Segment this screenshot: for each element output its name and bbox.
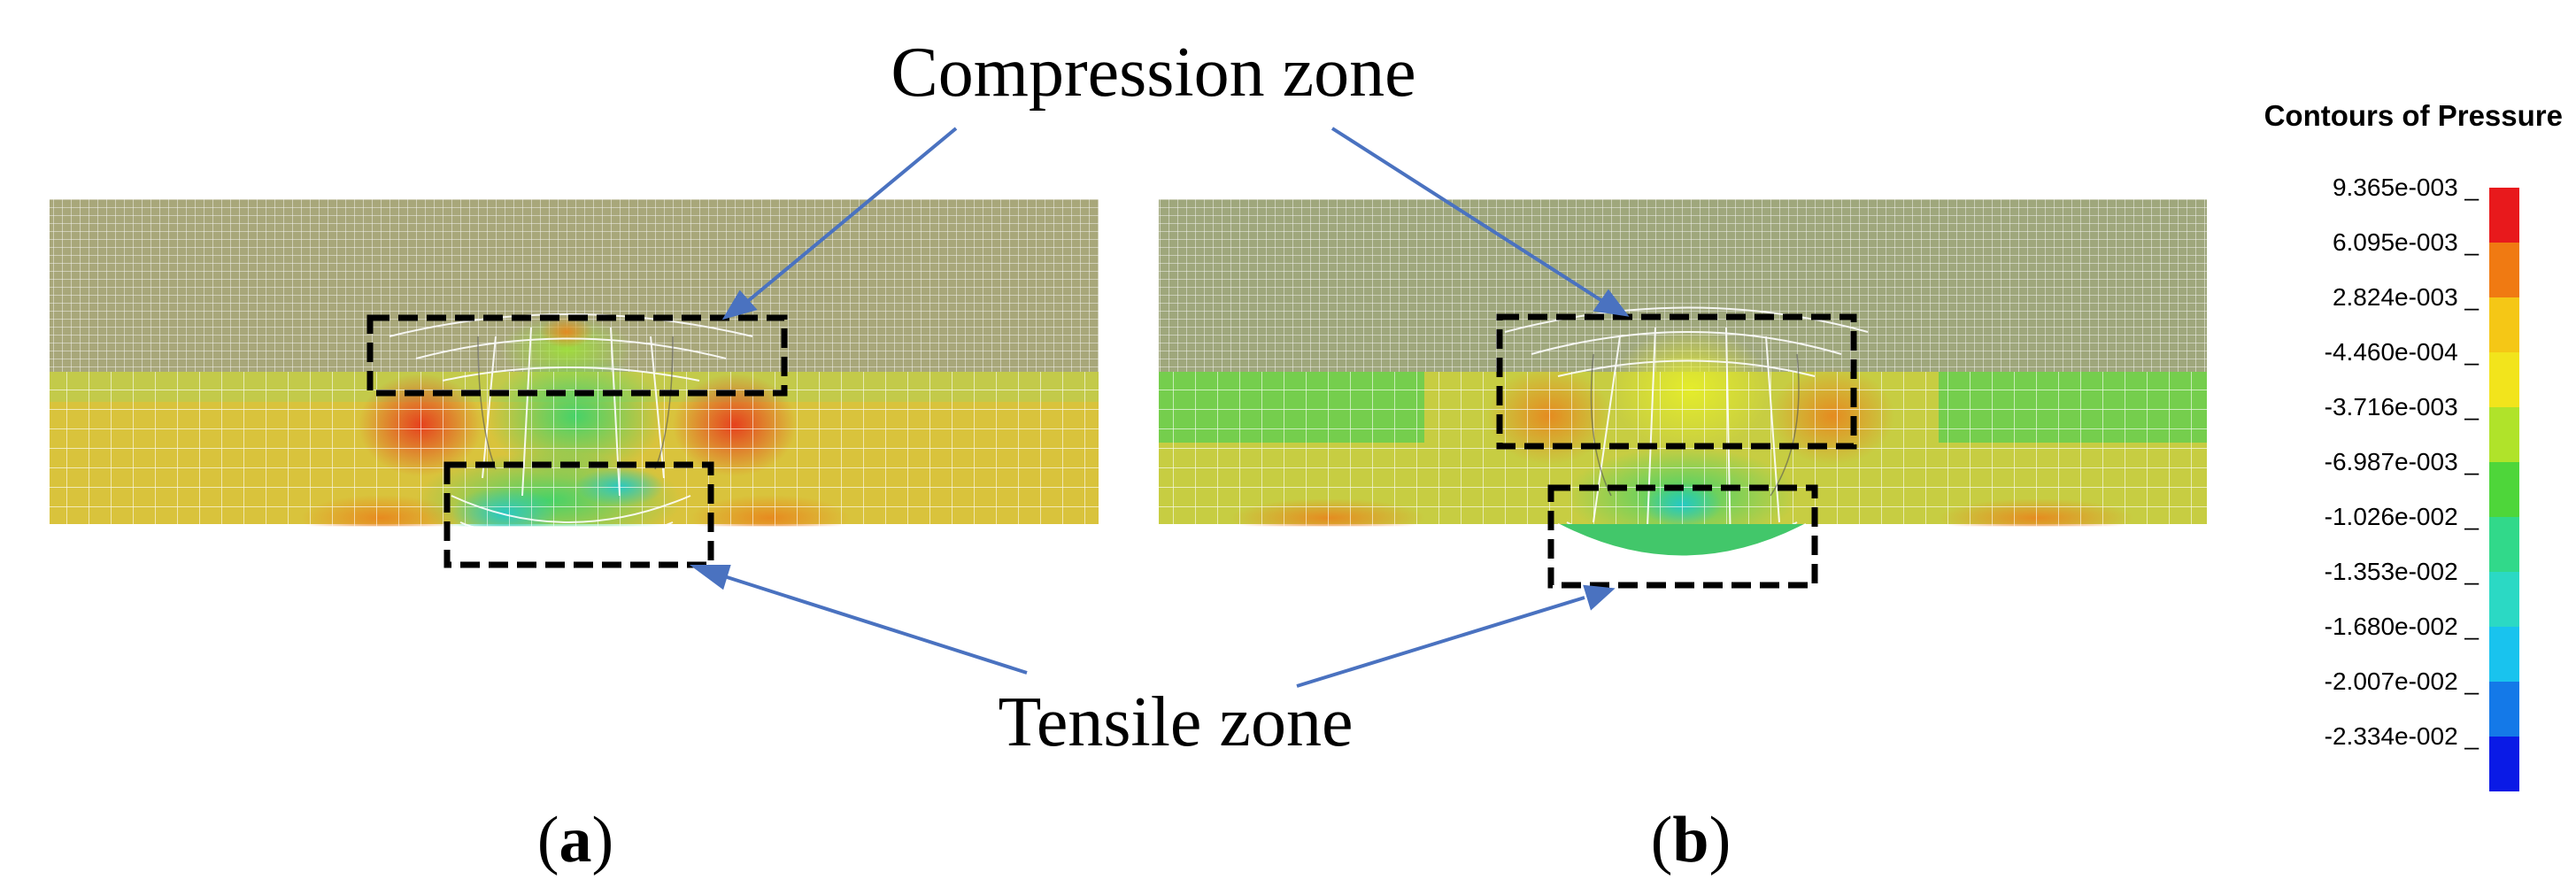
arrow-compression-b — [1330, 127, 1604, 303]
legend-tick-label-9: -2.007e-002 _ — [2325, 667, 2480, 695]
panel-a-contour-plot: (a) — [50, 199, 1099, 876]
legend-swatch-6 — [2489, 517, 2519, 572]
panel-b-tensile-box — [1547, 484, 1818, 589]
panel-a-compression-box — [366, 314, 788, 397]
legend-tick-label-4: -3.716e-003 _ — [2325, 393, 2480, 420]
legend-tick-label-8: -1.680e-002 _ — [2325, 613, 2480, 640]
legend-tick-label-3: -4.460e-004 _ — [2325, 338, 2480, 366]
panel-b-label: (b) — [1651, 804, 1731, 876]
legend-color-bar — [2489, 188, 2519, 791]
legend-swatch-1 — [2489, 243, 2519, 297]
legend-swatch-7 — [2489, 572, 2519, 627]
legend-swatch-3 — [2489, 352, 2519, 407]
arrow-compression-a — [746, 127, 958, 303]
legend-tick-label-0: 9.365e-003 _ — [2333, 174, 2479, 201]
legend-tick-label-7: -1.353e-002 _ — [2325, 558, 2480, 585]
arrow-tensile-a — [721, 574, 1028, 675]
legend-swatch-4 — [2489, 407, 2519, 462]
legend-tick-label-6: -1.026e-002 _ — [2325, 503, 2480, 530]
legend-tick-label-2: 2.824e-003 _ — [2333, 283, 2479, 311]
legend-swatch-8 — [2489, 627, 2519, 682]
tensile-zone-label: Tensile zone — [999, 683, 1354, 761]
annotation-arrows — [689, 127, 1630, 688]
legend-swatch-0 — [2489, 188, 2519, 243]
legend-tick-label-1: 6.095e-003 _ — [2333, 228, 2479, 256]
arrow-tensile-b — [1296, 596, 1585, 688]
panel-a-tensile-box — [443, 461, 714, 568]
legend-tick-labels: 9.365e-003 _ 6.095e-003 _ 2.824e-003 _ -4.4… — [2325, 174, 2480, 750]
panel-a-label: (a) — [537, 804, 613, 876]
legend-tick-label-10: -2.334e-002 _ — [2325, 722, 2480, 750]
legend-swatch-2 — [2489, 297, 2519, 352]
legend-swatch-10 — [2489, 737, 2519, 791]
panel-b-compression-box — [1496, 313, 1857, 450]
legend-swatch-9 — [2489, 682, 2519, 737]
legend-tick-label-5: -6.987e-003 _ — [2325, 448, 2480, 475]
panel-b-contour-plot: (b) — [1159, 199, 2207, 876]
compression-zone-label: Compression zone — [891, 34, 1415, 112]
pressure-legend: Contours of Pressure 9.365e-003 _ 6.095e-… — [2264, 99, 2563, 791]
legend-swatch-5 — [2489, 462, 2519, 517]
legend-title: Contours of Pressure — [2264, 99, 2563, 132]
